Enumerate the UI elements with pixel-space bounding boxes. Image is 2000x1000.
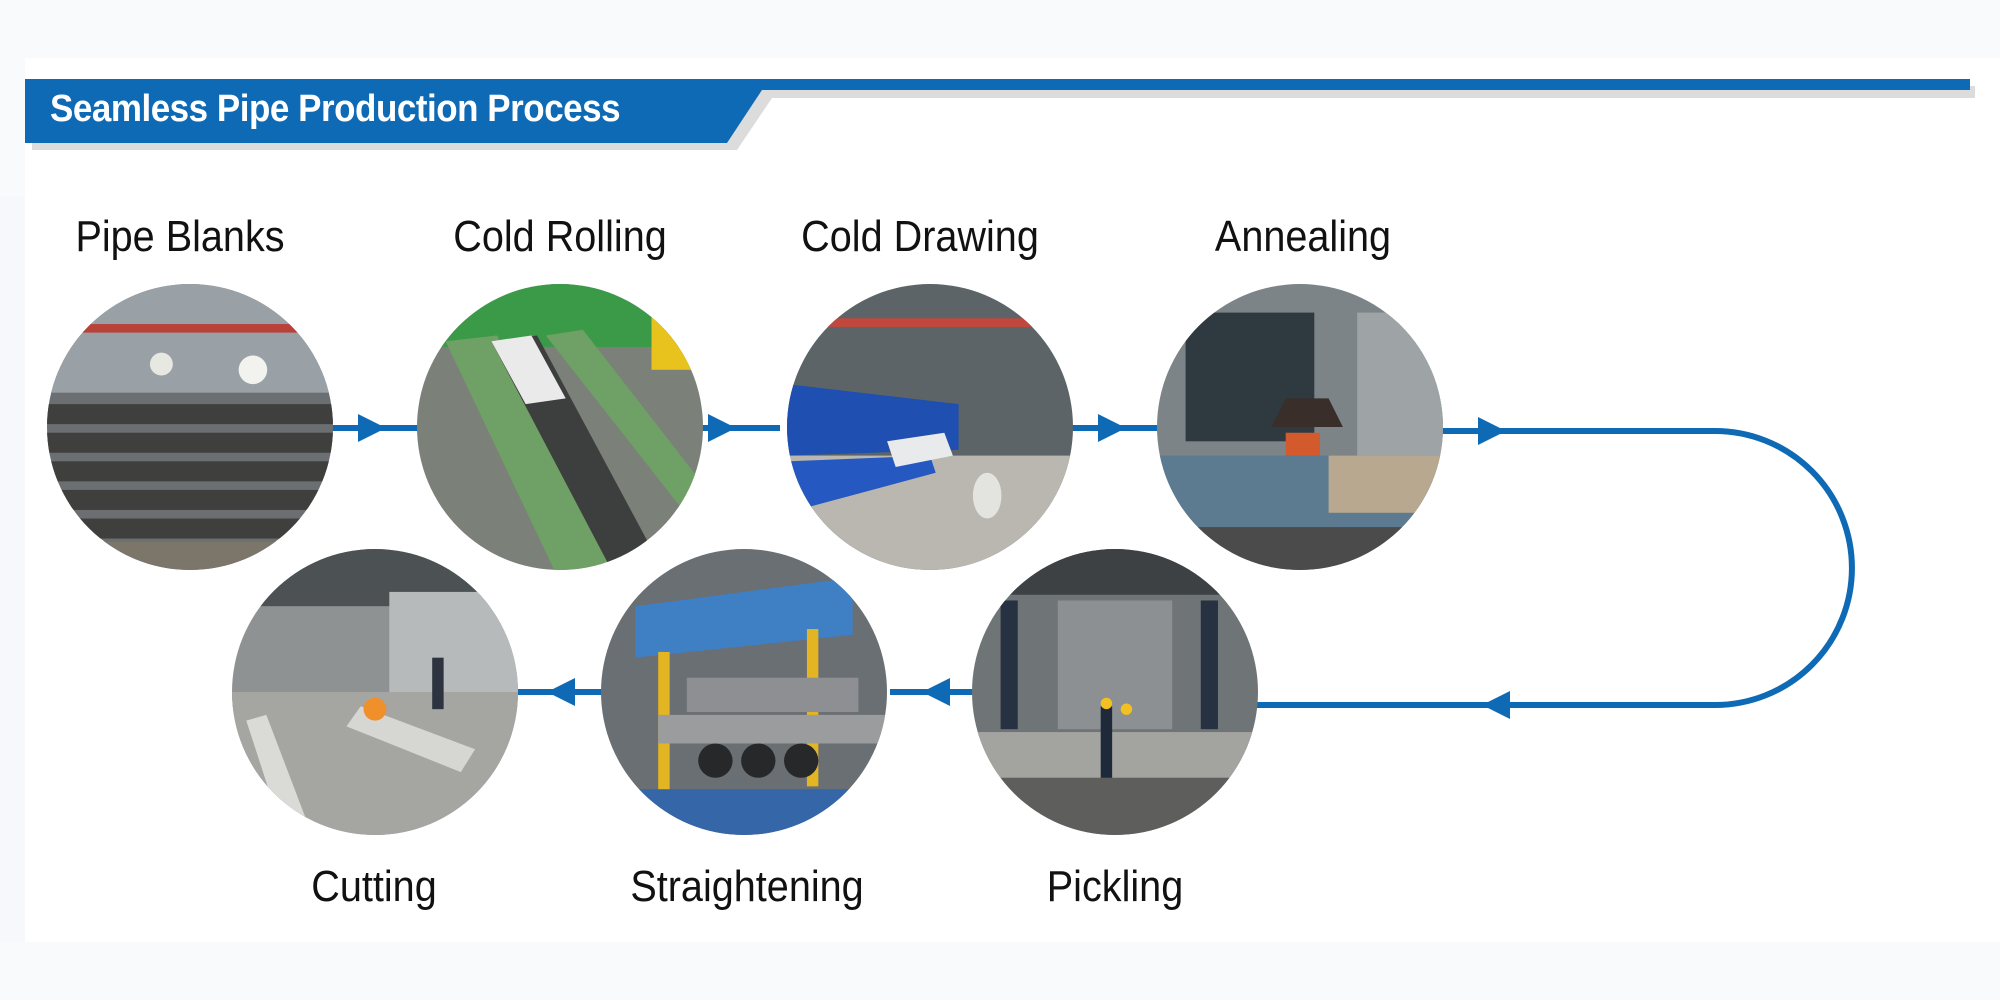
step-photo-pickling bbox=[972, 549, 1258, 835]
left-margin-strip bbox=[0, 196, 25, 942]
step-label-cold-drawing: Cold Drawing bbox=[801, 212, 1039, 261]
pipe-stacks-image bbox=[47, 284, 333, 570]
step-photo-cutting bbox=[232, 549, 518, 835]
pickling-tank-image bbox=[972, 549, 1258, 835]
step-label-pipe-blanks: Pipe Blanks bbox=[75, 212, 285, 261]
title-banner bbox=[25, 79, 1975, 150]
step-label-annealing: Annealing bbox=[1214, 212, 1392, 261]
arrow-left-icon bbox=[1482, 691, 1510, 719]
step-label-straightening: Straightening bbox=[630, 862, 864, 911]
arrow-right-icon bbox=[358, 414, 386, 442]
arrow-right-icon bbox=[708, 414, 736, 442]
step-photo-cold-rolling bbox=[417, 284, 703, 570]
step-photo-pipe-blanks bbox=[47, 284, 333, 570]
step-photo-cold-drawing bbox=[787, 284, 1073, 570]
arrow-right-icon bbox=[1098, 414, 1126, 442]
page-title: Seamless Pipe Production Process bbox=[50, 88, 621, 130]
annealing-furnace-image bbox=[1157, 284, 1443, 570]
step-label-pickling: Pickling bbox=[1046, 862, 1184, 911]
cold-rolling-image bbox=[417, 284, 703, 570]
straightening-machine-image bbox=[601, 549, 887, 835]
cold-drawing-image bbox=[787, 284, 1073, 570]
step-photo-straightening bbox=[601, 549, 887, 835]
step-label-cutting: Cutting bbox=[311, 862, 437, 911]
arrow-right-icon bbox=[1478, 417, 1506, 445]
step-label-cold-rolling: Cold Rolling bbox=[453, 212, 667, 261]
arrow-left-icon bbox=[922, 678, 950, 706]
pipe-cutting-image bbox=[232, 549, 518, 835]
step-photo-annealing bbox=[1157, 284, 1443, 570]
arrow-left-icon bbox=[547, 678, 575, 706]
